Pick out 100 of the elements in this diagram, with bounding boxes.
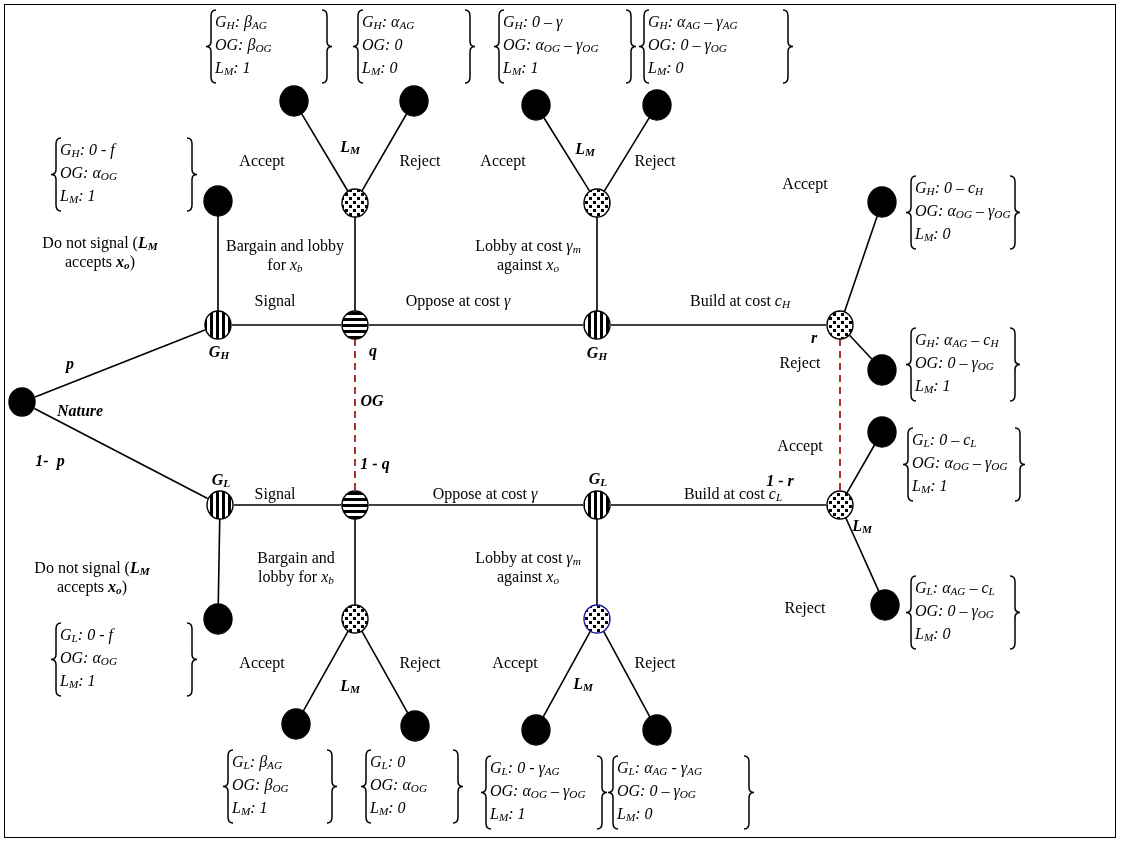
payoff-text: G$_{L}$: 0 - f (60, 625, 113, 644)
edge-label: Signal (254, 483, 296, 503)
terminal-node (521, 714, 551, 746)
node-label: Nature (56, 400, 104, 420)
branch-line (844, 516, 880, 593)
edge-label: Do not signal (L$_{M}$ accepts x$_{o}$) (41, 233, 159, 271)
terminal-node (867, 186, 897, 218)
edge-label: 1- p (35, 450, 65, 470)
node-label: r (810, 327, 818, 347)
edge-label: Signal (254, 290, 296, 310)
payoff-text: G$_{L}$: α$_{AG}$ - γ$_{AG}$ (617, 758, 702, 777)
decision-node (341, 310, 369, 340)
node-label: 1 - q (360, 453, 390, 473)
branch-line (302, 630, 349, 712)
chance-node (8, 387, 36, 417)
decision-node (341, 604, 369, 634)
branch-line (596, 518, 598, 606)
payoff-text: L$_{M}$: 1 (60, 186, 96, 205)
edge-label: Reject (634, 652, 676, 672)
branch-line (848, 334, 873, 360)
payoff-text: OG: 0 – γ$_{OG}$ (915, 601, 994, 620)
payoff-text: G$_{H}$: 0 – c$_{H}$ (915, 178, 984, 197)
payoff-text: OG: α$_{OG}$ (60, 648, 117, 667)
payoff-text: OG: α$_{OG}$ – γ$_{OG}$ (490, 781, 586, 800)
payoff-text: L$_{M}$: 0 (915, 624, 951, 643)
payoff-text: OG: α$_{OG}$ – γ$_{OG}$ (503, 35, 599, 54)
payoff-text: OG: β$_{OG}$ (215, 35, 272, 54)
payoff-text: OG: 0 (362, 35, 403, 54)
edge-label: Accept (239, 150, 285, 170)
branch-line (354, 216, 356, 312)
information-set-line (354, 338, 356, 492)
decision-node (583, 604, 611, 634)
node-label: L$_{M}$ (575, 138, 595, 158)
decision-node (826, 310, 854, 340)
payoff-text: L$_{M}$: 1 (232, 798, 268, 817)
edge-label: Oppose at cost γ (405, 290, 511, 310)
payoff-text: OG: 0 – γ$_{OG}$ (617, 781, 696, 800)
payoff-text: L$_{M}$: 0 (370, 798, 406, 817)
payoff-text: OG: α$_{OG}$ (60, 163, 117, 182)
branch-line (610, 504, 827, 506)
payoff-text: OG: β$_{OG}$ (232, 775, 289, 794)
payoff-text: L$_{M}$: 0 (915, 224, 951, 243)
branch-line (33, 407, 209, 500)
decision-node (583, 490, 611, 520)
decision-node (583, 188, 611, 218)
branch-line (596, 216, 598, 312)
payoff-text: G$_{H}$: 0 - f (60, 140, 115, 159)
payoff-text: L$_{M}$: 0 (362, 58, 398, 77)
edge-label: Bargain and lobby for x$_{b}$ (256, 548, 336, 586)
node-label: 1 - r (766, 470, 794, 490)
node-label: L$_{M}$ (852, 515, 872, 535)
node-label: G$_{L}$ (211, 469, 231, 489)
terminal-node (521, 89, 551, 121)
edge-label: Reject (634, 150, 676, 170)
edge-label: Reject (399, 652, 441, 672)
payoff-text: L$_{M}$: 1 (915, 376, 951, 395)
branch-line (368, 504, 584, 506)
payoff-text: OG: α$_{OG}$ – γ$_{OG}$ (912, 453, 1008, 472)
branch-line (217, 518, 221, 605)
terminal-node (203, 603, 233, 635)
payoff-text: G$_{L}$: 0 (370, 752, 406, 771)
edge-label: Reject (784, 597, 826, 617)
edge-label: Accept (492, 652, 538, 672)
edge-label: Bargain and lobby for x$_{b}$ (225, 236, 345, 274)
terminal-node (870, 589, 900, 621)
payoff-text: L$_{M}$: 0 (617, 804, 653, 823)
node-label: G$_{H}$ (586, 342, 608, 362)
payoff-text: L$_{M}$: 0 (648, 58, 684, 77)
payoff-text: G$_{H}$: β$_{AG}$ (215, 12, 267, 31)
node-label: G$_{L}$ (588, 468, 608, 488)
branch-line (217, 215, 219, 312)
edge-label: Accept (777, 435, 823, 455)
branch-line (34, 329, 206, 398)
terminal-node (400, 710, 430, 742)
branch-line (542, 630, 592, 718)
edge-label: Accept (239, 652, 285, 672)
payoff-text: L$_{M}$: 1 (215, 58, 251, 77)
payoff-text: L$_{M}$: 1 (60, 671, 96, 690)
edge-label: Reject (779, 352, 821, 372)
branch-line (603, 117, 650, 192)
node-label: L$_{M}$ (340, 675, 360, 695)
payoff-text: L$_{M}$: 1 (490, 804, 526, 823)
branch-line (843, 215, 878, 313)
branch-line (543, 116, 591, 192)
terminal-node (867, 416, 897, 448)
payoff-text: OG: α$_{OG}$ (370, 775, 427, 794)
payoff-text: G$_{H}$: 0 – γ (503, 12, 563, 31)
edge-label: Do not signal (L$_{M}$ accepts x$_{o}$) (33, 558, 151, 596)
edge-label: Accept (480, 150, 526, 170)
payoff-text: G$_{L}$: β$_{AG}$ (232, 752, 282, 771)
decision-node (341, 188, 369, 218)
node-label: L$_{M}$ (340, 136, 360, 156)
payoff-text: G$_{L}$: 0 - γ$_{AG}$ (490, 758, 560, 777)
edge-label: Lobby at cost γ$_{m}$ against x$_{o}$ (474, 236, 582, 274)
node-label: G$_{H}$ (208, 341, 230, 361)
branch-line (361, 113, 408, 192)
decision-node (583, 310, 611, 340)
node-label: q (369, 340, 377, 360)
decision-node (341, 490, 369, 520)
edge-label: Oppose at cost γ (432, 483, 538, 503)
